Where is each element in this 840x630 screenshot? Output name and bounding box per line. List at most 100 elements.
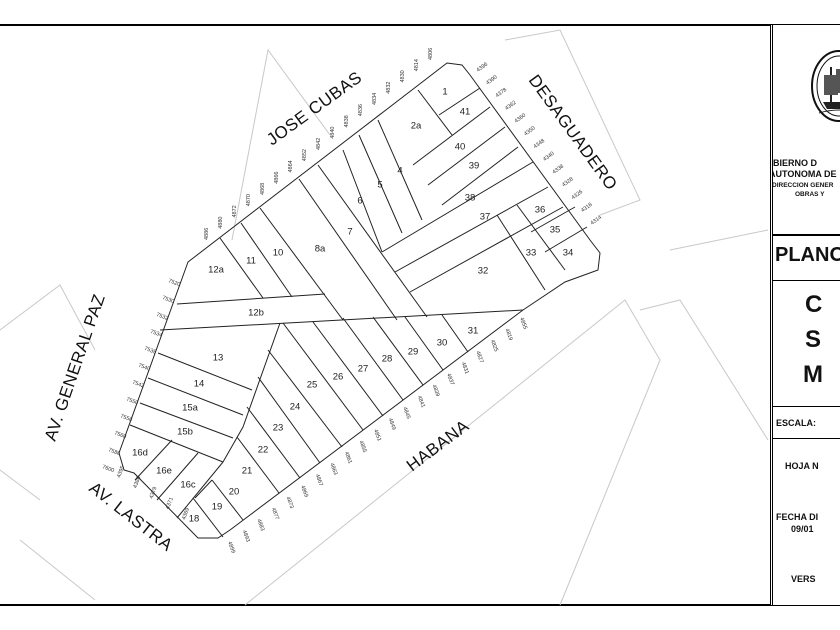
street-number-jose-cubas: 4864	[288, 160, 294, 172]
street-number-lastra: 4371	[165, 497, 175, 511]
code-section: C S M	[773, 281, 840, 407]
street-number-habana: 4851	[372, 429, 382, 443]
parcel-label[interactable]: 12b	[248, 308, 264, 319]
parcel-label[interactable]: 37	[480, 212, 491, 223]
street-number-jose-cubas: 4814	[414, 59, 420, 71]
parcel-label[interactable]: 16e	[156, 466, 172, 477]
parcel-label[interactable]: 41	[460, 107, 471, 118]
street-number-desaguadero: 4326	[571, 189, 584, 201]
parcel-label[interactable]: 40	[455, 142, 466, 153]
street-number-habana: 4825	[489, 339, 499, 353]
street-number-jose-cubas: 4842	[316, 138, 322, 150]
parcel-label[interactable]: 12a	[208, 265, 225, 276]
direction-line-1: DIRECCION GENER	[772, 182, 834, 189]
street-number-habana: 4837	[445, 373, 455, 387]
plan-title-section: PLANO	[773, 235, 840, 281]
parcel-label[interactable]: 18	[189, 514, 200, 525]
plan-title: PLANO	[775, 244, 840, 266]
city-seal-logo	[811, 50, 840, 122]
parcel-label[interactable]: 14	[194, 379, 205, 390]
street-number-general-paz: 7600	[101, 464, 115, 474]
street-number-general-paz: 7560	[113, 430, 127, 440]
street-number-habana: 4893	[241, 529, 251, 543]
street-name-lastra: AV. LASTRA	[86, 478, 177, 555]
street-number-jose-cubas: 4806	[428, 48, 434, 60]
parcel-label[interactable]: 21	[242, 466, 253, 477]
code-letter: S	[805, 326, 822, 353]
parcel-label[interactable]: 29	[408, 347, 419, 358]
parcel-label[interactable]: 6	[357, 196, 362, 207]
street-number-lastra: 4369	[181, 507, 191, 521]
parcel-label[interactable]: 2a	[411, 121, 422, 132]
parcel-label[interactable]: 24	[290, 402, 301, 413]
street-number-jose-cubas: 4886	[204, 228, 210, 240]
street-number-habana: 4855	[358, 440, 368, 454]
street-number-desaguadero: 4348	[533, 138, 546, 150]
street-number-general-paz: 7556	[119, 414, 133, 424]
parcel-label[interactable]: 10	[273, 248, 284, 259]
parcel-label[interactable]: 19	[212, 502, 223, 513]
street-number-general-paz: 7520	[167, 278, 181, 288]
street-number-lastra: 4386	[133, 476, 143, 490]
block-outline	[118, 62, 601, 539]
parcel-label[interactable]: 36	[535, 205, 546, 216]
parcel-label[interactable]: 1	[442, 87, 447, 98]
header-section: GOBIERNO D AUTONOMA DE DIRECCION GENER O…	[773, 25, 840, 235]
parcel-label[interactable]: 31	[468, 326, 479, 337]
parcel-label[interactable]: 15b	[177, 427, 193, 438]
parcel-label[interactable]: 16c	[180, 480, 196, 491]
street-number-desaguadero: 4378	[495, 87, 508, 99]
street-number-jose-cubas: 4832	[386, 82, 392, 94]
street-number-habana: 4899	[226, 541, 236, 555]
parcel-label[interactable]: 34	[563, 248, 574, 259]
parcel-label[interactable]: 28	[382, 354, 393, 365]
version-label: VERS	[791, 574, 816, 584]
parcel-label[interactable]: 5	[377, 180, 382, 191]
street-number-habana: 4819	[504, 328, 514, 342]
code-letter: C	[805, 291, 823, 318]
parcel-label[interactable]: 26	[333, 372, 344, 383]
street-number-habana: 4877	[270, 507, 280, 521]
street-number-general-paz: 7542	[131, 380, 145, 390]
parcel-label[interactable]: 4	[397, 166, 402, 177]
scale-label: ESCALA:	[776, 418, 816, 428]
parcel-label[interactable]: 25	[307, 380, 318, 391]
parcel-label[interactable]: 33	[526, 248, 537, 259]
street-number-desaguadero: 4362	[504, 100, 517, 112]
direction-line-2: OBRAS Y	[795, 191, 825, 198]
parcel-label[interactable]: 20	[229, 487, 240, 498]
parcel-label[interactable]: 22	[258, 445, 269, 456]
parcel-label[interactable]: 30	[437, 338, 448, 349]
street-number-lastra: 4379	[149, 486, 159, 500]
parcel-label[interactable]: 11	[246, 256, 256, 267]
parcel-lines	[129, 87, 588, 538]
parcel-label[interactable]: 39	[469, 161, 480, 172]
street-number-desaguadero: 4390	[485, 74, 498, 86]
street-number-habana: 4841	[416, 395, 426, 409]
parcel-label[interactable]: 23	[273, 423, 284, 434]
street-number-habana: 4869	[299, 485, 309, 499]
street-names: JOSE CUBAS DESAGUADERO HABANA AV. GENERA…	[41, 68, 621, 555]
parcel-label[interactable]: 35	[550, 225, 561, 236]
parcel-label[interactable]: 7	[347, 227, 352, 238]
street-number-habana: 4867	[314, 473, 324, 487]
parcel-label[interactable]: 16d	[132, 448, 148, 459]
parcel-label[interactable]: 13	[213, 353, 224, 364]
street-number-jose-cubas: 4880	[218, 217, 224, 229]
parcel-label[interactable]: 8a	[315, 244, 326, 255]
street-name-habana: HABANA	[403, 416, 473, 475]
street-number-jose-cubas: 4868	[260, 183, 266, 195]
parcel-label[interactable]: 38	[465, 193, 476, 204]
street-number-habana: 4827	[474, 350, 484, 364]
neighbor-blocks	[0, 29, 769, 606]
street-number-jose-cubas: 4834	[372, 93, 378, 105]
street-number-general-paz: 7586	[107, 447, 121, 457]
street-number-habana: 4873	[285, 496, 295, 510]
parcel-label[interactable]: 32	[478, 266, 489, 277]
street-number-jose-cubas: 4838	[344, 115, 350, 127]
gov-line-2: AUTONOMA DE	[770, 169, 837, 179]
street-number-general-paz: 7540	[137, 363, 151, 373]
parcel-label[interactable]: 15a	[182, 403, 199, 414]
parcel-label[interactable]: 27	[358, 364, 369, 375]
street-number-habana: 4855	[518, 317, 528, 331]
